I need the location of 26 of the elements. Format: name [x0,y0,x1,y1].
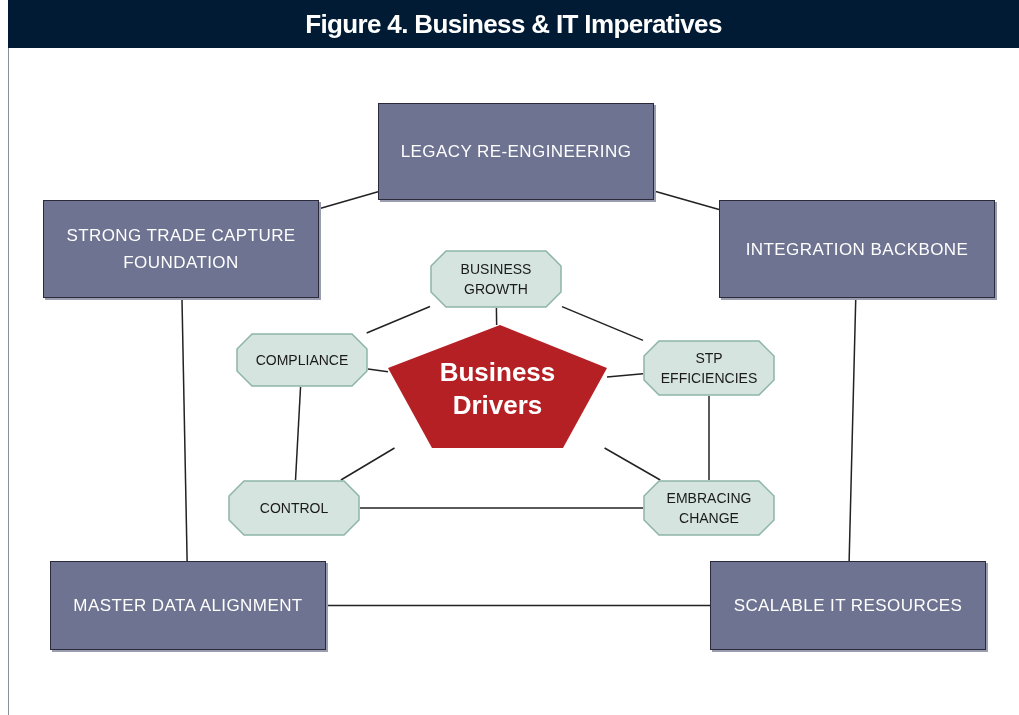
imperative-box: STRONG TRADE CAPTURE FOUNDATION [43,200,319,298]
connector-line [653,190,720,211]
pentagon-shape: Business Drivers [388,325,607,448]
connector-line [606,373,644,378]
connector-line [359,507,644,509]
driver-octagon: COMPLIANCE [236,333,368,387]
driver-octagon: CONTROL [228,480,360,536]
connector-line [561,305,644,342]
imperative-box: SCALABLE IT RESOURCES [710,561,986,650]
connector-line [340,447,396,481]
connector-line [848,297,857,562]
connector-line [603,447,661,481]
driver-octagon: STP EFFICIENCIES [643,340,775,396]
connector-line [365,305,431,334]
imperative-box: LEGACY RE-ENGINEERING [378,103,654,200]
imperative-box: INTEGRATION BACKBONE [719,200,995,298]
driver-octagon: BUSINESS GROWTH [430,250,562,308]
imperative-box: MASTER DATA ALIGNMENT [50,561,326,650]
connector-line [318,190,379,210]
connector-line [708,395,710,481]
connector-line [325,604,711,607]
connector-line [181,297,188,562]
driver-octagon: EMBRACING CHANGE [643,480,775,536]
title-bar: Figure 4. Business & IT Imperatives [8,0,1019,48]
connector-line [367,368,389,373]
connector-line [294,386,302,481]
